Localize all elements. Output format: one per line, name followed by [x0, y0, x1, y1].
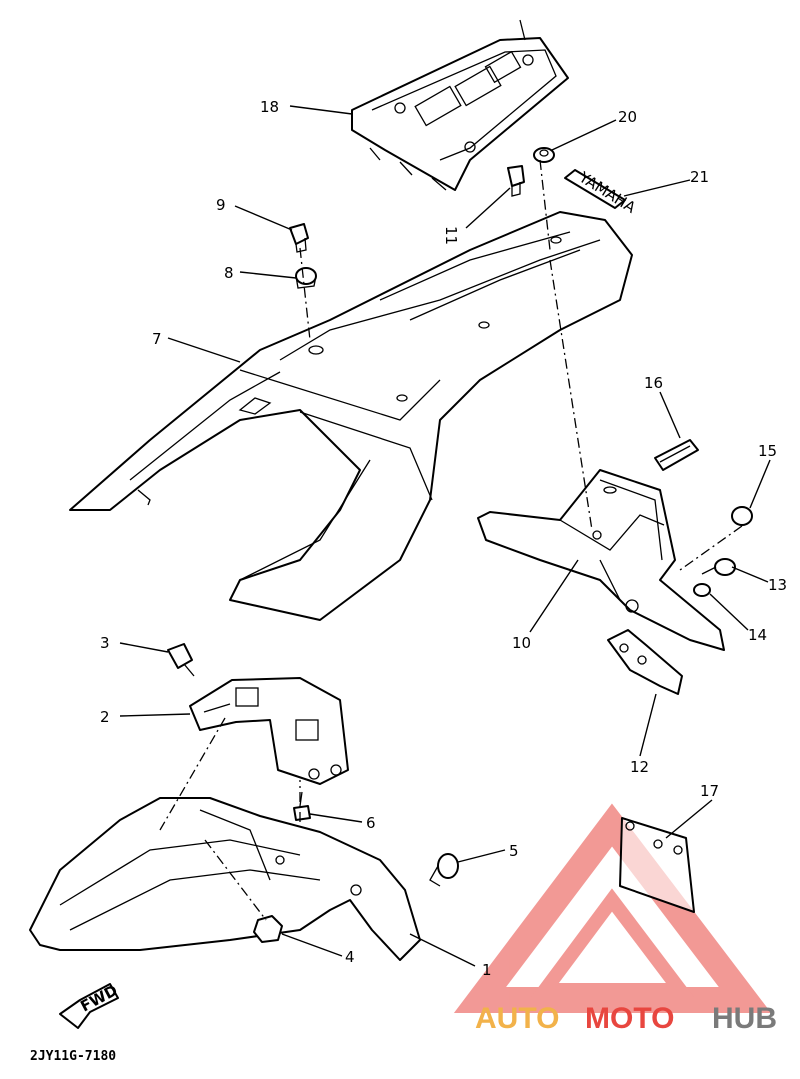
- decal-text: YAMAHA: [575, 168, 639, 218]
- part-8-collar: [295, 267, 317, 289]
- watermark-moto: MOTO: [585, 1002, 674, 1035]
- fwd-arrow-text: FWD: [77, 981, 120, 1015]
- watermark-logo: [453, 803, 772, 1013]
- part-18-rear-rack: [351, 19, 569, 191]
- part-label-10: 10: [512, 634, 531, 652]
- part-14-washer: [693, 583, 711, 597]
- part-label-7: 7: [152, 330, 162, 348]
- fwd-arrow: FWD: [59, 981, 121, 1029]
- part-label-6: 6: [366, 814, 376, 832]
- part-label-9: 9: [216, 196, 226, 214]
- part-15-nut: [731, 506, 753, 526]
- part-label-3: 3: [100, 634, 110, 652]
- part-20-nut: [533, 147, 555, 163]
- part-5-grommet: [429, 853, 459, 887]
- part-2-fender-bracket: [189, 677, 349, 785]
- part-12-bracket: [607, 629, 683, 695]
- drawing-code: 2JY11G-7180: [30, 1049, 116, 1064]
- part-label-13: 13: [768, 576, 787, 594]
- part-3-bolt: [167, 643, 195, 677]
- part-21-decal: YAMAHA: [564, 168, 639, 218]
- part-13-screw: [701, 558, 736, 576]
- part-10-plate-bracket: [477, 469, 725, 651]
- part-9-bolt: [289, 223, 309, 253]
- part-1-front-fender: [29, 797, 421, 961]
- assembly-lines: [159, 159, 743, 921]
- part-label-17: 17: [700, 782, 719, 800]
- part-11-bolt: [507, 165, 525, 197]
- watermark-auto: AUTO: [475, 1002, 559, 1035]
- part-label-15: 15: [758, 442, 777, 460]
- part-label-11: 11: [442, 226, 460, 245]
- part-label-12: 12: [630, 758, 649, 776]
- part-label-8: 8: [224, 264, 234, 282]
- part-label-20: 20: [618, 108, 637, 126]
- watermark-hub: HUB: [712, 1002, 777, 1035]
- part-label-1: 1: [482, 961, 492, 979]
- part-6-bolt: [293, 791, 311, 821]
- part-label-18: 18: [260, 98, 279, 116]
- part-label-5: 5: [509, 842, 519, 860]
- part-16-reflector: [654, 439, 699, 471]
- part-label-14: 14: [748, 626, 767, 644]
- watermark-text: AUTO MOTO HUB: [475, 1002, 777, 1035]
- part-label-16: 16: [644, 374, 663, 392]
- part-4-nut: [253, 915, 283, 943]
- leader-lines: [119, 105, 771, 967]
- part-label-4: 4: [345, 948, 355, 966]
- part-7-rear-cowl: [69, 211, 633, 621]
- part-label-2: 2: [100, 708, 110, 726]
- part-17-cover-plate: [619, 817, 695, 913]
- part-label-21: 21: [690, 168, 709, 186]
- part-labels: 1 2 3 4 5 6 7 8 9 10 11 12 13 14 15 16 1…: [100, 98, 787, 979]
